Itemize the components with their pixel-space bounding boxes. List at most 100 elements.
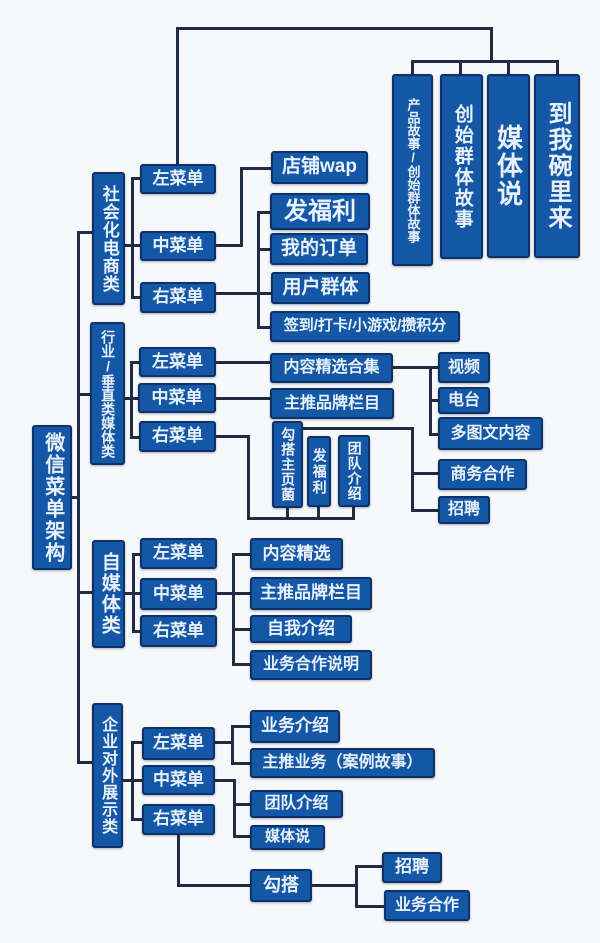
connector-line	[216, 244, 242, 247]
connector-line	[131, 177, 134, 299]
connector-line	[132, 553, 140, 556]
connector-line	[125, 244, 140, 247]
node-hookup: 勾搭	[250, 869, 312, 902]
connector-line	[131, 296, 140, 299]
connector-line	[77, 591, 92, 594]
node-g3-left-menu: 左菜单	[140, 538, 217, 569]
node-g4-media-say: 媒体说	[250, 825, 325, 850]
connector-line	[77, 231, 92, 234]
node-my-orders: 我的订单	[270, 233, 368, 265]
node-g2-team-intro: 团队介绍	[338, 435, 370, 507]
connector-line	[72, 496, 80, 499]
connector-line	[233, 779, 236, 838]
connector-line	[232, 663, 250, 666]
node-g2-middle-menu: 中菜单	[138, 383, 216, 413]
node-g4-left-menu: 左菜单	[142, 727, 215, 760]
connector-line	[286, 508, 289, 517]
node-multi-article: 多图文内容	[438, 417, 543, 450]
connector-line	[130, 361, 133, 439]
node-category-social-ecommerce: 社会化电商类	[92, 172, 125, 305]
node-example-product-story: 产品故事/创始群体故事	[392, 74, 433, 266]
node-g3-right-menu: 右菜单	[140, 615, 217, 647]
node-content-collection: 内容精选合集	[270, 353, 393, 383]
connector-line	[215, 741, 233, 744]
connector-line	[231, 762, 250, 765]
node-g2-benefits: 发福利	[307, 436, 331, 507]
connector-line	[233, 835, 250, 838]
connector-line	[131, 818, 142, 821]
connector-line	[232, 628, 250, 631]
connector-line	[176, 27, 493, 30]
node-g1-right-menu: 右菜单	[140, 282, 216, 313]
connector-line	[355, 865, 358, 908]
connector-line	[231, 725, 250, 728]
connector-line	[247, 435, 250, 520]
node-biz-coop-info: 业务合作说明	[250, 650, 372, 680]
node-g2-brand-column: 主推品牌栏目	[270, 388, 394, 419]
node-g4-biz-coop: 业务合作	[384, 890, 470, 921]
connector-line	[247, 517, 355, 520]
connector-line	[459, 60, 462, 76]
connector-line	[215, 779, 235, 782]
connector-line	[131, 177, 140, 180]
node-example-come-to-me: 到我碗里来	[534, 74, 580, 258]
node-example-media-say: 媒体说	[487, 74, 530, 258]
node-radio: 电台	[438, 387, 490, 414]
node-video: 视频	[438, 352, 490, 383]
connector-line	[411, 472, 438, 475]
node-g2-biz-coop: 商务合作	[438, 459, 527, 490]
node-g1-left-menu: 左菜单	[140, 164, 216, 194]
connector-line	[233, 803, 250, 806]
node-user-groups: 用户群体	[271, 272, 370, 304]
connector-line	[240, 167, 272, 170]
connector-line	[411, 509, 438, 512]
node-g3-brand-column: 主推品牌栏目	[250, 577, 372, 610]
connector-line	[177, 884, 250, 887]
node-category-self-media: 自媒体类	[92, 540, 125, 648]
connector-line	[130, 436, 139, 439]
node-benefits: 发福利	[270, 193, 370, 230]
node-featured-content: 内容精选	[250, 538, 343, 570]
node-g4-right-menu: 右菜单	[142, 804, 215, 835]
connector-line	[176, 27, 179, 166]
connector-line	[355, 905, 385, 908]
connector-line	[232, 553, 250, 556]
connector-line	[312, 884, 357, 887]
connector-line	[216, 361, 270, 364]
node-category-enterprise-display: 企业对外展示类	[92, 703, 123, 848]
connector-line	[216, 435, 250, 438]
connector-line	[317, 507, 320, 517]
connector-line	[177, 835, 180, 887]
node-g2-recruiting: 招聘	[438, 496, 490, 524]
node-g4-team-intro: 团队介绍	[250, 790, 343, 818]
node-biz-intro: 业务介绍	[250, 710, 340, 743]
connector-line	[556, 60, 559, 76]
connector-line	[257, 326, 270, 329]
connector-line	[131, 741, 142, 744]
connector-line	[217, 592, 234, 595]
connector-line	[125, 592, 140, 595]
connector-line	[429, 433, 438, 436]
node-g3-middle-menu: 中菜单	[140, 578, 217, 610]
connector-line	[429, 399, 438, 402]
node-signin-games: 签到/打卡/小游戏/攒积分	[270, 311, 460, 342]
node-example-founder-story: 创始群体故事	[440, 74, 483, 259]
connector-line	[257, 248, 270, 251]
connector-line	[411, 60, 414, 76]
connector-line	[393, 366, 438, 369]
node-g2-left-menu: 左菜单	[139, 347, 216, 377]
node-self-intro: 自我介绍	[250, 615, 352, 643]
node-shop-wap: 店铺wap	[271, 151, 368, 184]
connector-line	[77, 761, 92, 764]
connector-line	[125, 397, 138, 400]
connector-line	[300, 427, 413, 430]
connector-line	[216, 292, 272, 295]
connector-line	[123, 779, 142, 782]
node-g2-right-menu: 右菜单	[139, 421, 216, 452]
node-g1-middle-menu: 中菜单	[140, 231, 216, 261]
connector-line	[257, 211, 270, 214]
connector-line	[411, 427, 414, 512]
connector-line	[216, 397, 270, 400]
connector-line	[232, 553, 235, 666]
